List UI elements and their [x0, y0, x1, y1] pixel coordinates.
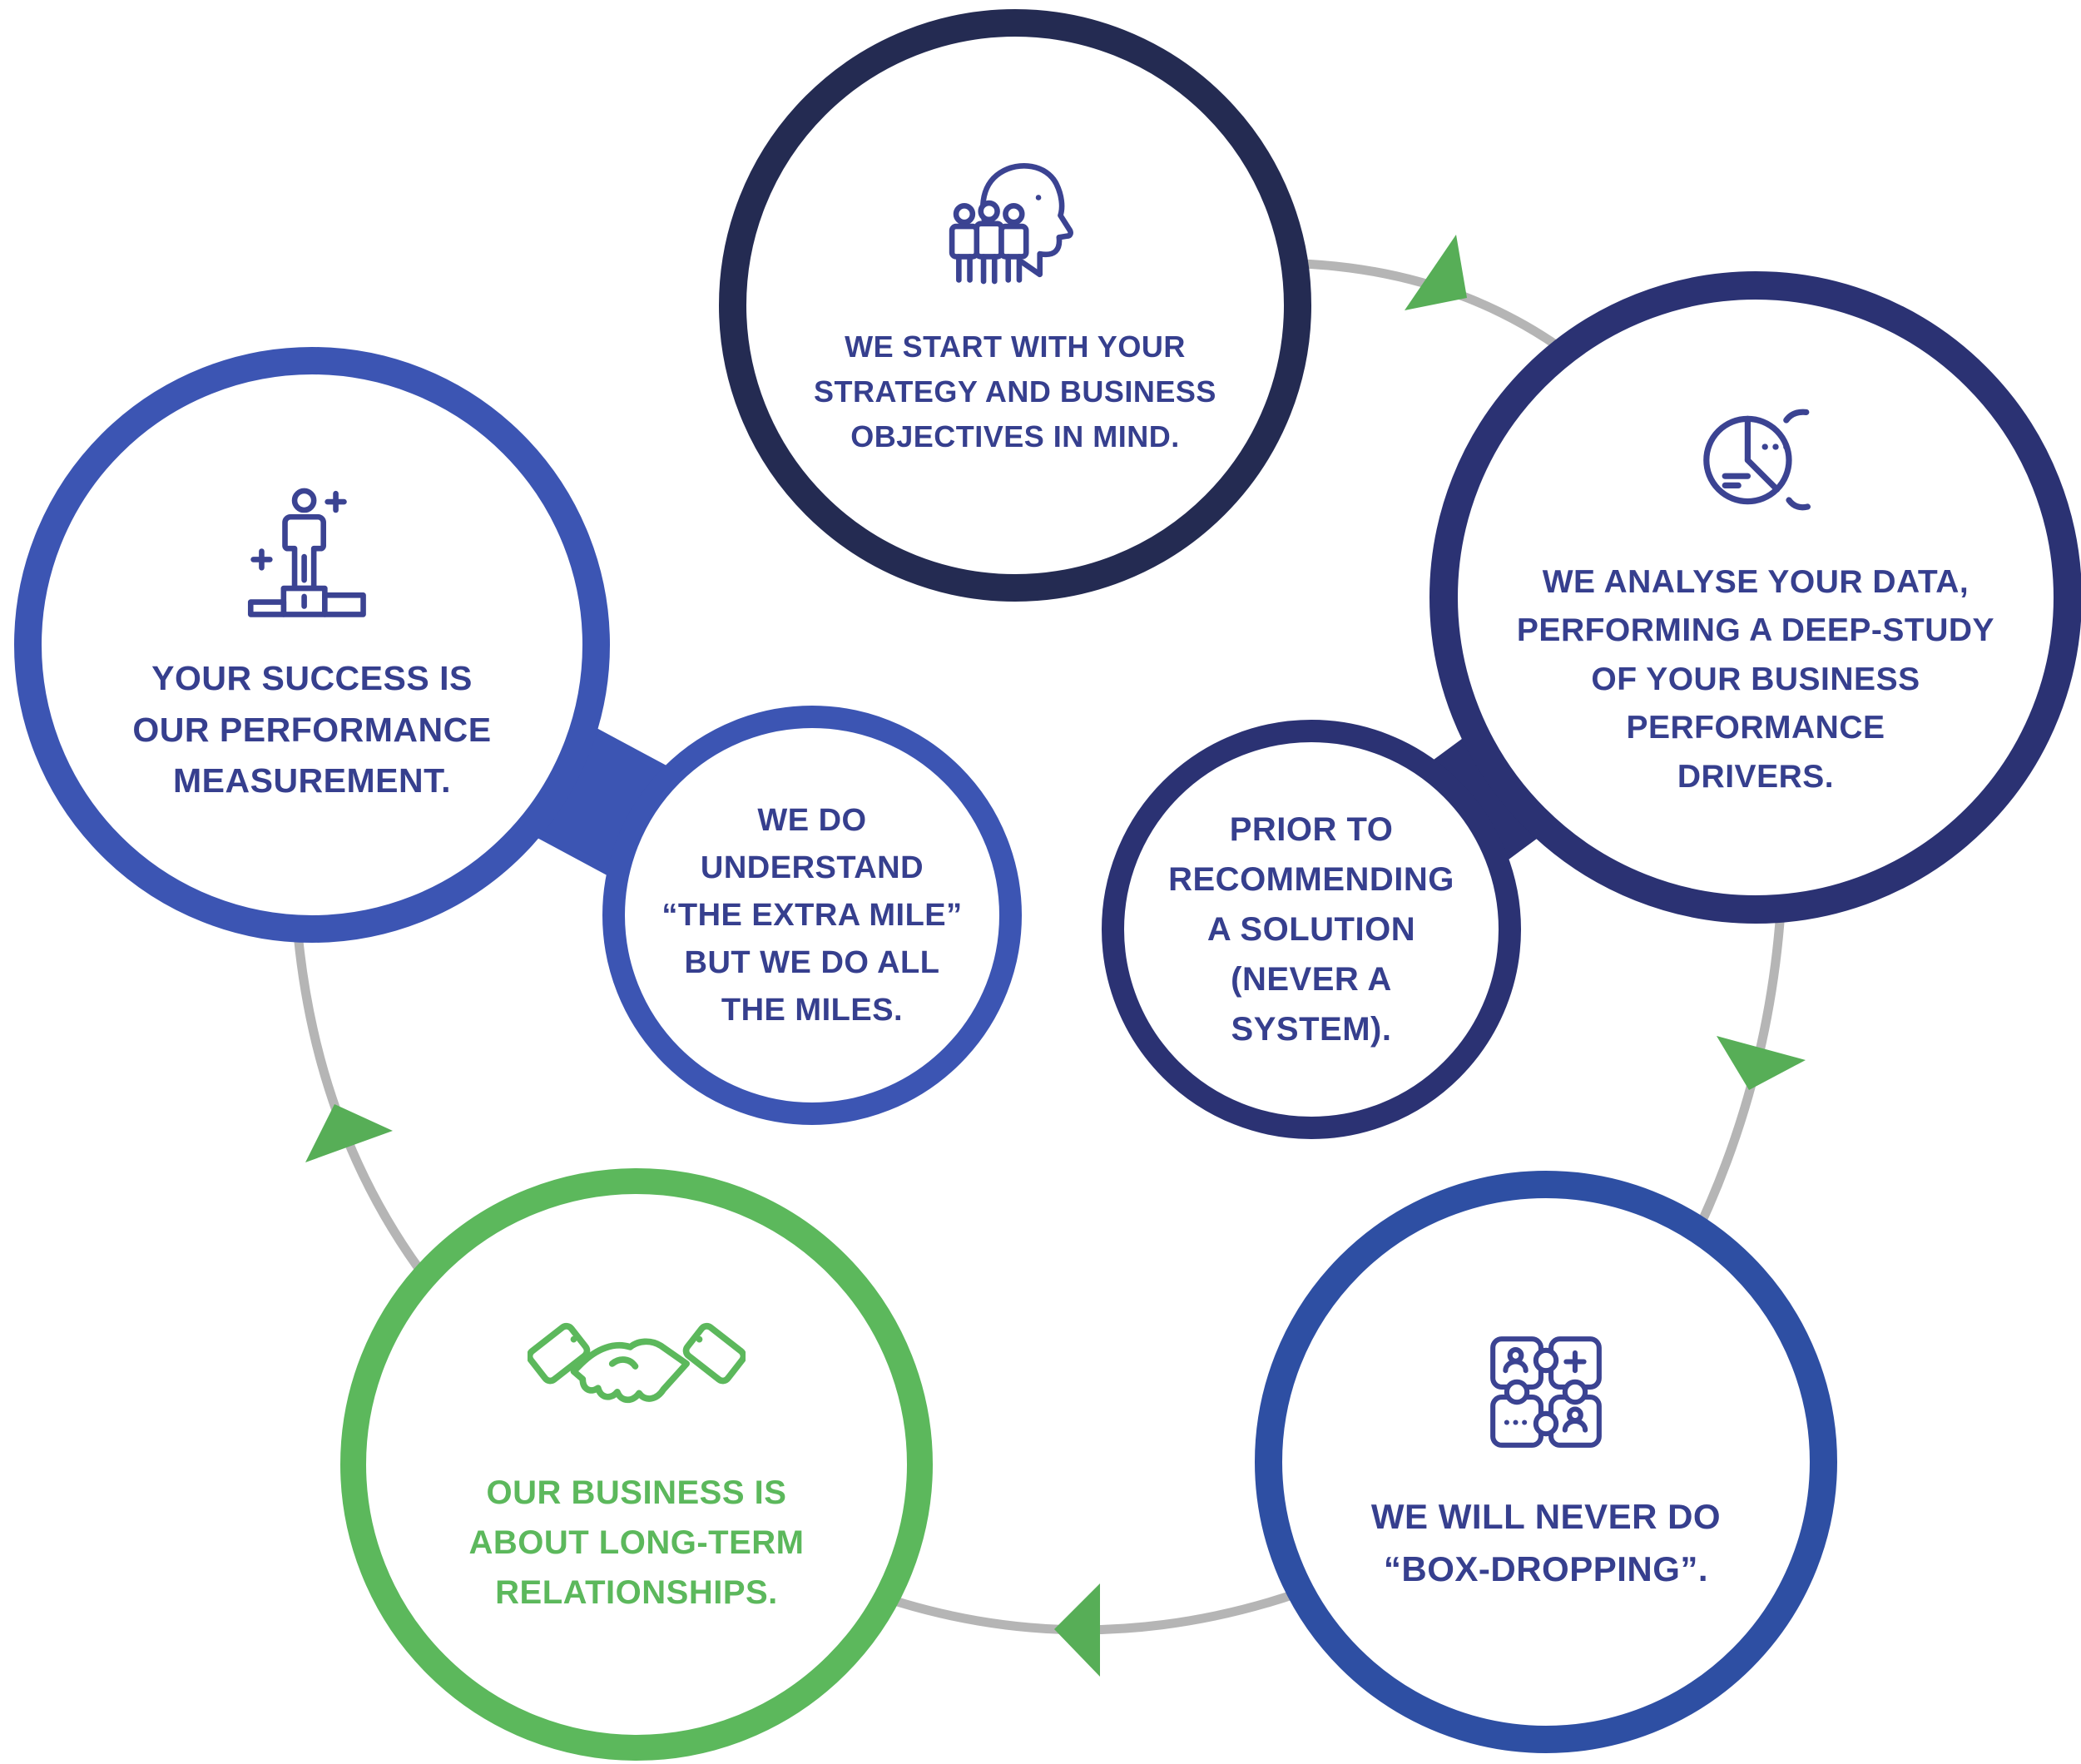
node-analyse-label: WE ANALYSE YOUR DATA, PERFORMING A DEEP-…: [1516, 563, 1995, 795]
node-box-dropping: WE WILL NEVER DO “BOX-DROPPING”.: [1255, 1171, 1837, 1753]
pie-chart-icon: [1689, 394, 1822, 527]
node-success: YOUR SUCCESS IS OUR PERFORMANCE MEASUREM…: [14, 347, 610, 943]
team-in-mind-icon: [939, 152, 1091, 290]
winner-podium-icon: [244, 483, 381, 620]
node-prior: PRIOR TO RECOMMENDING A SOLUTION (NEVER …: [1102, 720, 1521, 1139]
node-relationships: OUR BUSINESS IS ABOUT LONG-TERM RELATION…: [340, 1168, 933, 1761]
node-analyse: WE ANALYSE YOUR DATA, PERFORMING A DEEP-…: [1429, 271, 2081, 924]
node-strategy: WE START WITH YOUR STRATEGY AND BUSINESS…: [719, 9, 1311, 602]
flow-arrow-top-right: [1405, 235, 1467, 310]
node-extra-mile: WE DO UNDERSTAND “THE EXTRA MILE” BUT WE…: [602, 706, 1022, 1125]
node-success-label: YOUR SUCCESS IS OUR PERFORMANCE MEASUREM…: [132, 659, 492, 800]
node-extra-mile-label: WE DO UNDERSTAND “THE EXTRA MILE” BUT WE…: [661, 802, 963, 1028]
handshake-icon: [528, 1312, 746, 1434]
flow-arrow-bottom: [1054, 1583, 1100, 1677]
flow-arrow-left: [305, 1104, 393, 1162]
node-box-dropping-label: WE WILL NEVER DO “BOX-DROPPING”.: [1370, 1497, 1722, 1588]
node-strategy-label: WE START WITH YOUR STRATEGY AND BUSINESS…: [814, 329, 1216, 453]
puzzle-team-icon: [1483, 1329, 1609, 1455]
node-prior-label: PRIOR TO RECOMMENDING A SOLUTION (NEVER …: [1168, 811, 1454, 1048]
flow-arrow-right: [1717, 1036, 1806, 1090]
node-relationships-label: OUR BUSINESS IS ABOUT LONG-TERM RELATION…: [468, 1474, 805, 1611]
